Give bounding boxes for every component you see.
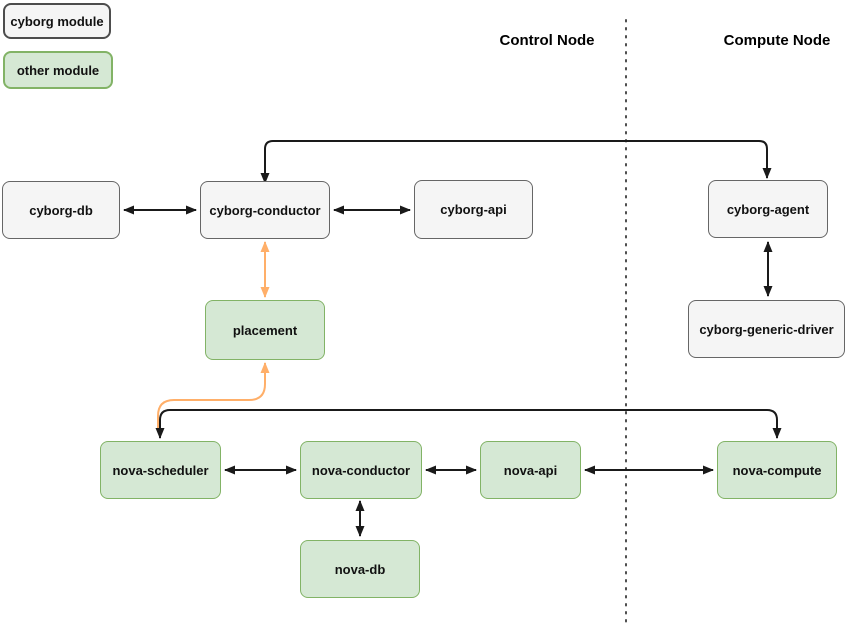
node-cyborg-conductor: cyborg-conductor [200,181,330,239]
compute-node-label: Compute Node [723,32,831,49]
node-nova-api: nova-api [480,441,581,499]
legend-cyborg-module: cyborg module [3,3,111,39]
edge-placement-scheduler [157,362,270,432]
node-label: nova-conductor [311,462,411,478]
node-nova-conductor: nova-conductor [300,441,422,499]
node-label: cyborg-db [29,202,93,218]
node-nova-db: nova-db [300,540,420,598]
node-label: cyborg-agent [726,201,810,217]
node-cyborg-generic-driver: cyborg-generic-driver [688,300,845,358]
node-label: nova-compute [732,462,822,478]
node-label: cyborg-api [440,202,507,217]
legend-item-label: cyborg module [10,13,104,29]
node-nova-compute: nova-compute [717,441,837,499]
node-label: placement [232,322,298,338]
node-label: cyborg-conductor [209,202,321,218]
control-node-label: Control Node [499,32,595,49]
edge-scheduler-novacompute [155,409,782,439]
edge-conductor-agent [260,140,772,184]
node-cyborg-db: cyborg-db [2,181,120,239]
legend-item-label: other module [16,62,100,78]
node-label: nova-api [503,462,558,478]
legend-other-module: other module [3,51,113,89]
node-cyborg-agent: cyborg-agent [708,180,828,238]
node-label: nova-scheduler [112,462,209,478]
node-label: cyborg-generic-driver [699,321,834,337]
node-cyborg-api: cyborg-api [414,180,533,239]
node-placement: placement [205,300,325,360]
node-label: nova-db [334,561,386,577]
node-nova-scheduler: nova-scheduler [100,441,221,499]
